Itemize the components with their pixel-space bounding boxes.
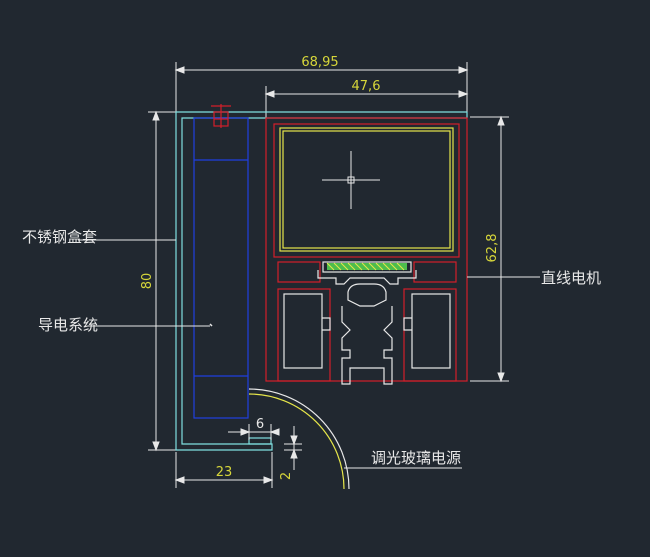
label-linear-motor: 直线电机 — [541, 269, 601, 287]
dim-width-total — [174, 62, 469, 112]
dim-gap-bottom — [228, 424, 280, 440]
dim-thickness-label: 2 — [279, 472, 294, 480]
dim-offset-bottom-label: 23 — [216, 465, 233, 480]
dim-offset-bottom — [174, 452, 274, 488]
crosshair-icon — [322, 151, 380, 209]
label-conductive-system: 导电系统 — [38, 316, 98, 334]
extrusion-profile — [283, 270, 451, 385]
top-connector-icon — [211, 104, 231, 128]
label-dimming-glass-power: 调光玻璃电源 — [371, 449, 461, 467]
dim-height-right — [470, 115, 509, 383]
label-stainless-box: 不锈钢盒套 — [22, 228, 97, 246]
dim-width-total-label: 68,95 — [301, 55, 338, 70]
magnet-strip — [322, 261, 412, 273]
dim-height-left-label: 80 — [140, 273, 155, 290]
dim-width-inner — [264, 86, 469, 118]
dim-thickness — [284, 426, 302, 470]
dim-gap-bottom-label: 6 — [256, 417, 264, 432]
stainless-housing — [175, 111, 468, 451]
motor-coil-box — [279, 127, 454, 252]
dim-height-left — [148, 110, 176, 452]
linear-motor-housing — [265, 117, 468, 382]
conductive-marker — [209, 323, 213, 327]
dim-width-inner-label: 47,6 — [352, 79, 381, 94]
door-arc-yellow — [248, 393, 345, 490]
bottom-strip — [248, 437, 272, 445]
dim-height-right-label: 62,8 — [485, 234, 500, 263]
